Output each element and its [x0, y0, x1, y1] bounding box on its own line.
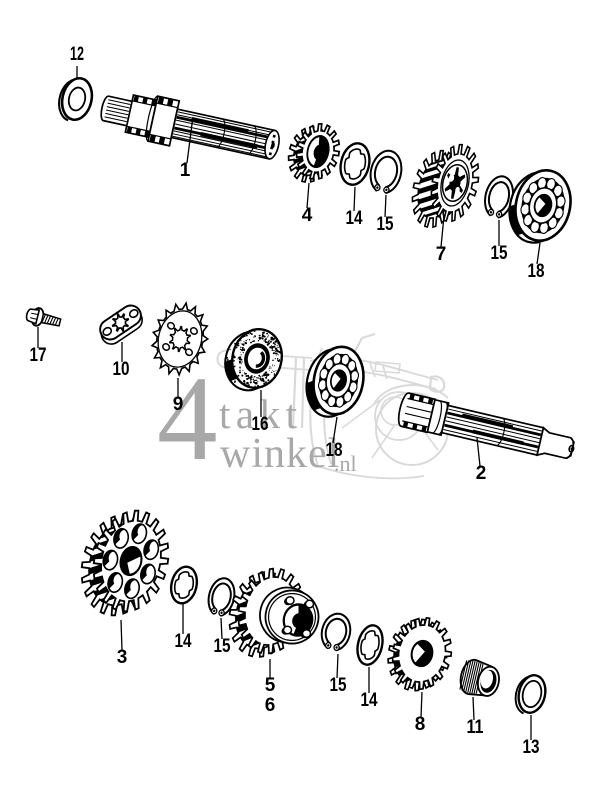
svg-text:takt: takt [219, 391, 302, 437]
svg-text:11: 11 [467, 717, 484, 738]
svg-text:3: 3 [117, 647, 128, 668]
svg-text:15: 15 [330, 675, 347, 696]
svg-text:18: 18 [528, 261, 545, 282]
svg-text:15: 15 [491, 243, 508, 264]
svg-text:8: 8 [415, 714, 426, 735]
svg-text:15: 15 [214, 636, 231, 657]
svg-text:13: 13 [523, 737, 540, 758]
svg-text:6: 6 [265, 695, 276, 716]
svg-text:2: 2 [476, 463, 487, 484]
svg-text:15: 15 [377, 214, 394, 235]
svg-text:14: 14 [175, 631, 192, 652]
svg-text:.nl: .nl [334, 451, 357, 476]
svg-text:12: 12 [70, 44, 84, 65]
svg-text:17: 17 [30, 345, 47, 366]
svg-text:18: 18 [326, 440, 343, 461]
svg-text:14: 14 [361, 690, 378, 711]
svg-text:16: 16 [252, 414, 269, 435]
svg-text:5: 5 [265, 675, 276, 696]
svg-text:7: 7 [436, 244, 447, 265]
svg-text:14: 14 [346, 208, 363, 229]
svg-text:4: 4 [157, 352, 218, 486]
svg-text:4: 4 [302, 205, 313, 226]
svg-text:winkel: winkel [220, 431, 340, 477]
svg-text:9: 9 [173, 394, 184, 415]
svg-text:1: 1 [180, 160, 191, 181]
svg-text:10: 10 [113, 359, 130, 380]
